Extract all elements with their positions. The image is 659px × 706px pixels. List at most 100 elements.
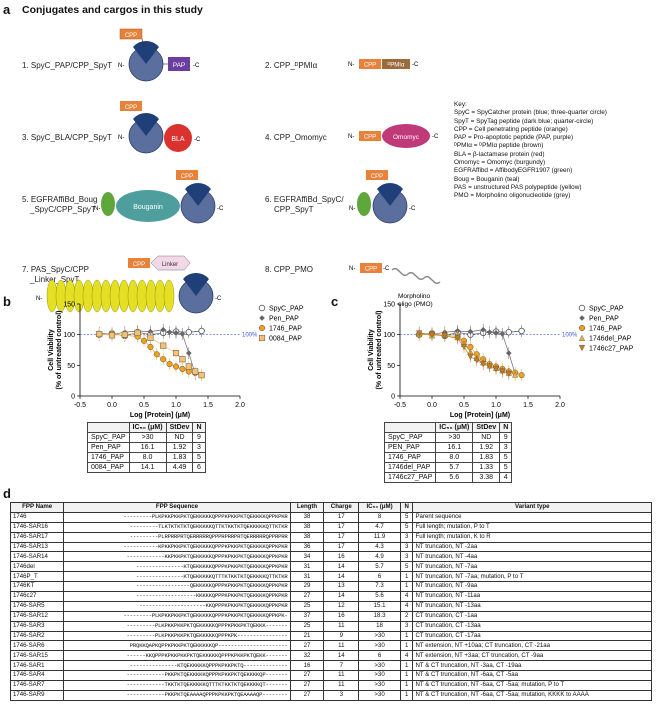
x-tick-label: 1.5	[523, 402, 533, 409]
data-point	[518, 327, 525, 335]
c-term: -C	[194, 137, 201, 143]
fpp-cell: 31	[289, 571, 325, 583]
y-tick-label: 0	[71, 394, 75, 401]
data-point	[480, 326, 486, 333]
data-point	[186, 350, 192, 356]
fpp-cell: 16	[323, 610, 360, 622]
cpp-shape	[359, 59, 381, 69]
data-point	[454, 335, 461, 342]
cpp-text: CPP	[181, 174, 193, 180]
data-point	[172, 363, 180, 370]
fpp-cell: 17	[323, 511, 360, 523]
y-axis-label-line: Cell Viability	[368, 329, 375, 371]
fpp-cell: 18	[358, 620, 401, 632]
fpp-cell: 1746KT	[9, 581, 65, 593]
bla-shape	[164, 124, 192, 152]
fpp-cell: 27	[289, 689, 325, 701]
fpp-cell: 38	[289, 521, 325, 533]
fpp-row: 1746-SAR4------------PKKPKTQEKKKKKQPPPKP…	[9, 670, 652, 682]
table-cell: 5.7	[435, 462, 474, 473]
x-axis-label: Log [Protein] (μM)	[130, 412, 190, 419]
table-cell: 8.0	[128, 452, 167, 463]
data-point	[512, 371, 519, 378]
fpp-cell: 4.3	[358, 541, 401, 553]
x-tick-label: 0.0	[427, 402, 437, 409]
data-point	[172, 350, 180, 357]
omomyc-shape	[382, 124, 430, 148]
c-term: -C	[383, 266, 390, 272]
data-point	[96, 331, 103, 338]
fpp-cell: 1746-SAR13	[9, 541, 65, 553]
reference-label: 100%	[242, 333, 258, 339]
reference-label: 100%	[562, 333, 578, 339]
data-point	[505, 370, 512, 378]
data-point	[173, 330, 179, 336]
y-tick-label: 150	[63, 302, 75, 309]
fpp-row: 1746KT-----------------QEKKKKKQPPPKPKKPK…	[9, 581, 652, 593]
item-label-line: 6. EGFRAffiBd_SpyC/	[265, 195, 344, 204]
item-label-line: 5. EGFRAffiBd_Boug	[22, 195, 97, 204]
panel-a-label: a	[3, 2, 11, 17]
data-point	[179, 356, 186, 363]
legend-label: Pen_PAP	[269, 316, 299, 323]
fpp-cell: 27	[289, 640, 325, 652]
fpp-row: 1746-SAR1---------------KTQEKKKKKQPPPKPK…	[9, 660, 652, 672]
fpp-cell: CT truncation, CT -1aa	[412, 610, 652, 622]
schematic-5: N- Bouganin CPP -C	[94, 170, 224, 224]
panel-b-label: b	[3, 294, 11, 309]
data-point	[473, 357, 480, 364]
cpp-shape	[359, 131, 381, 141]
series-0084_PAP	[96, 326, 205, 382]
cpp-shape	[360, 263, 382, 273]
pmo-shape	[391, 267, 441, 285]
fpp-cell: 21	[289, 630, 325, 642]
data-point	[499, 368, 506, 375]
x-tick-label: 0.5	[459, 402, 469, 409]
series-1746c27_PAP	[416, 327, 512, 380]
fpp-cell: 4	[399, 591, 414, 602]
data-point	[486, 329, 493, 336]
schematic-3: CPP N- BLA -C	[118, 101, 201, 154]
data-point	[166, 361, 173, 368]
fpp-header-cell: IC₅₀ (μM)	[358, 502, 401, 513]
data-point	[518, 372, 525, 379]
legend-marker	[578, 334, 586, 341]
fpp-cell: ---------PLKPKKPKKPKTQEKKKKKQPPPKPKKPKTQ…	[63, 610, 291, 622]
item-label: 7. PAS_SpyC/CPP_Linker_SpyT	[22, 265, 89, 284]
legend-label: Pen_PAP	[589, 316, 619, 323]
table-cell: 9	[192, 432, 206, 443]
fpp-cell: >30	[358, 660, 401, 672]
y-tick-label: 150	[383, 302, 395, 309]
fpp-cell: 14	[323, 561, 360, 573]
y-tick-label: 100	[383, 332, 395, 339]
fpp-cell: ------------KKPKKPKTQEKKKKKQPPPKPKKPKTQE…	[63, 551, 291, 563]
schematic-7: N- CPP Linker -C	[36, 255, 222, 314]
legend-marker	[578, 324, 586, 332]
legend-marker	[578, 345, 586, 352]
fpp-cell: NT truncation, NT -13aa	[412, 600, 652, 612]
data-point	[179, 365, 186, 373]
dpmi-shape	[382, 59, 410, 69]
table-cell: 4	[499, 472, 513, 483]
n-term: N-	[36, 296, 42, 302]
fpp-cell: 25	[289, 620, 325, 632]
fpp-row: 1746-SAR15------KKQPPPKPKKPKKPKTQEKKKKKQ…	[9, 650, 652, 662]
table-header-cell: IC₅₀ (μM)	[435, 422, 474, 433]
pmo-text-line: oligo (PMO)	[398, 301, 433, 308]
data-point	[108, 332, 116, 339]
table-header-cell: N	[192, 422, 206, 433]
fpp-cell: 17	[323, 541, 360, 553]
fpp-cell: Full length; mutation, P to T	[412, 521, 652, 533]
n-term: N-	[118, 63, 124, 69]
spytag-shape	[377, 182, 403, 206]
fpp-cell: 4.9	[358, 551, 401, 563]
c-term: -C	[215, 296, 222, 302]
x-tick-label: 2.0	[235, 402, 245, 409]
fpp-cell: 1746-SAR2	[9, 630, 65, 642]
item-label: 8. CPP_PMO	[265, 265, 313, 274]
fpp-cell: 3	[399, 541, 414, 553]
